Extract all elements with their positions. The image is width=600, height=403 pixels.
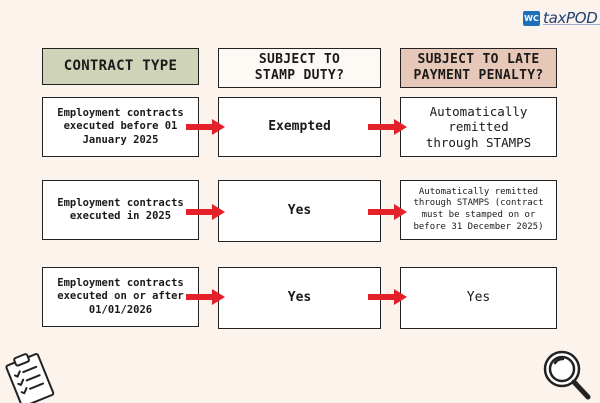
right-arrow-icon — [186, 119, 225, 135]
logo-badge: WC — [523, 10, 540, 26]
right-arrow-icon — [368, 204, 407, 220]
row-1-late-penalty: Automatically remitted through STAMPS — [400, 97, 557, 157]
header-late-penalty-text: SUBJECT TO LATE PAYMENT PENALTY? — [413, 51, 544, 83]
row-2-late-penalty-text: Automatically remitted through STAMPS (c… — [413, 186, 544, 232]
row-1-contract-text: Employment contracts executed before 01 … — [57, 107, 184, 146]
right-arrow-icon — [368, 119, 407, 135]
row-2-stamp-duty: Yes — [218, 180, 381, 242]
clipboard-checklist-icon — [5, 353, 55, 403]
right-arrow-icon — [368, 289, 407, 305]
row-3-contract-text: Employment contracts executed on or afte… — [57, 277, 184, 316]
taxpod-logo: WC taxPOD — [523, 9, 600, 27]
header-stamp-duty: SUBJECT TO STAMP DUTY? — [218, 48, 381, 88]
row-2-contract: Employment contracts executed in 2025 — [42, 180, 199, 240]
row-1-stamp-duty-text: Exempted — [268, 118, 331, 134]
row-3-late-penalty: Yes — [400, 267, 557, 329]
header-contract-type-text: CONTRACT TYPE — [63, 57, 178, 74]
row-1-contract: Employment contracts executed before 01 … — [42, 97, 199, 157]
row-3-stamp-duty: Yes — [218, 267, 381, 329]
magnifying-glass-icon — [543, 350, 591, 400]
row-2-contract-text: Employment contracts executed in 2025 — [57, 196, 184, 222]
header-contract-type: CONTRACT TYPE — [42, 48, 199, 85]
header-stamp-duty-text: SUBJECT TO STAMP DUTY? — [254, 51, 345, 83]
header-late-penalty: SUBJECT TO LATE PAYMENT PENALTY? — [400, 48, 557, 88]
row-3-late-penalty-text: Yes — [466, 289, 491, 305]
row-3-contract: Employment contracts executed on or afte… — [42, 267, 199, 327]
right-arrow-icon — [186, 289, 225, 305]
row-1-stamp-duty: Exempted — [218, 97, 381, 157]
logo-name: taxPOD — [543, 9, 598, 27]
row-1-late-penalty-text: Automatically remitted through STAMPS — [425, 103, 532, 150]
logo-tagline-line — [543, 24, 600, 27]
row-2-stamp-duty-text: Yes — [287, 202, 312, 218]
row-3-stamp-duty-text: Yes — [287, 289, 312, 305]
row-2-late-penalty: Automatically remitted through STAMPS (c… — [400, 180, 557, 240]
right-arrow-icon — [186, 204, 225, 220]
